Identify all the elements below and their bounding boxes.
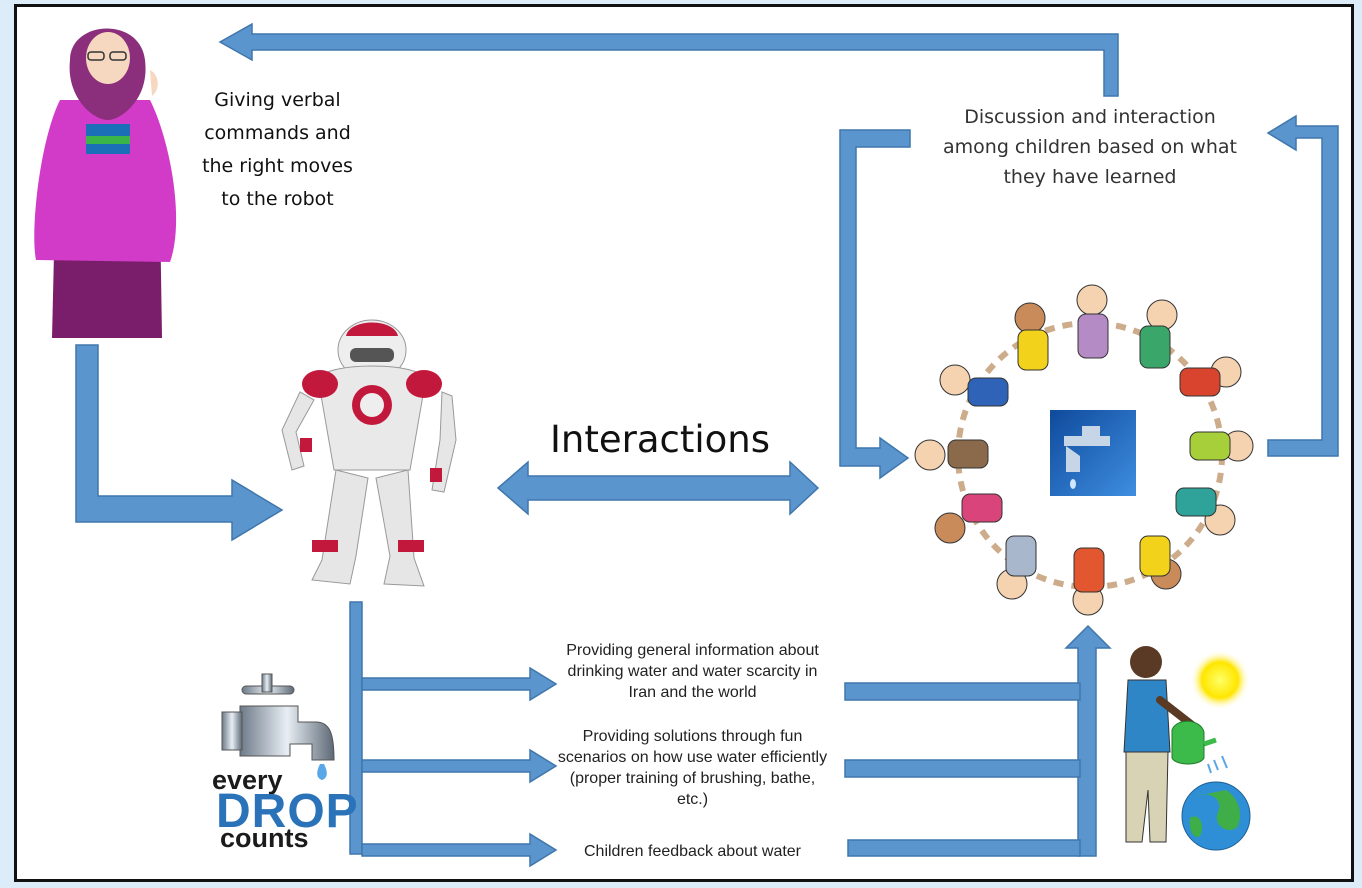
branch-arrow-2 xyxy=(361,748,558,784)
teacher-commands-label: Giving verbal commands and the right mov… xyxy=(202,89,353,210)
info-feedback-label: Children feedback about water xyxy=(583,843,802,860)
gardener-icon xyxy=(1123,646,1251,851)
interactions-double-arrow xyxy=(496,460,820,516)
collector-bar-1 xyxy=(844,682,1081,701)
robot-icon xyxy=(281,319,457,587)
logo-every-text: every xyxy=(212,765,283,795)
info-to-children-arrow xyxy=(1064,624,1112,857)
discussion-to-children-arrow xyxy=(839,129,911,480)
info-general-label: Providing general information about drin… xyxy=(566,642,819,701)
teacher-to-robot-arrow xyxy=(75,344,284,542)
collector-bar-2 xyxy=(844,759,1081,778)
interactions-label: Interactions xyxy=(549,418,770,461)
branch-arrow-1 xyxy=(361,666,558,702)
logo-counts-text: counts xyxy=(220,823,309,853)
info-solutions-label: Providing solutions through fun scenario… xyxy=(557,728,828,808)
logo-drop-text: DROP xyxy=(216,785,359,838)
teacher-icon xyxy=(34,28,177,338)
top-return-arrow xyxy=(218,22,1119,97)
collector-bar-3 xyxy=(847,839,1081,857)
robot-branch-stem xyxy=(349,601,363,855)
children-circle-icon xyxy=(914,284,1254,616)
water-tap-icon xyxy=(221,673,335,780)
branch-arrow-3 xyxy=(361,832,558,868)
children-to-discussion-arrow xyxy=(1266,114,1339,457)
discussion-label: Discussion and interaction among childre… xyxy=(943,106,1237,188)
